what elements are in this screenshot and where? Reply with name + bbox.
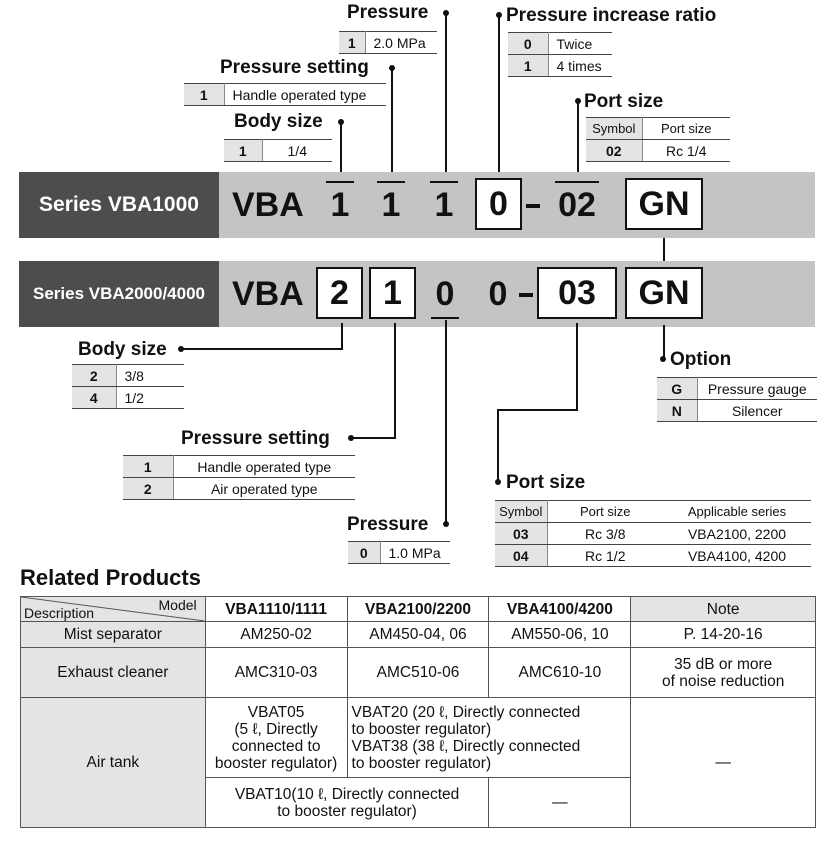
vba2000-code-prefix: VBA: [232, 275, 304, 313]
vba2000-pressure-setting-title: Pressure setting: [181, 428, 330, 449]
vba2000-pressure-dot: [443, 521, 449, 527]
vba1000-body-size-title: Body size: [234, 111, 323, 132]
vba1000-band: Series VBA1000 VBA 1 1 1 0 02 GN: [19, 172, 815, 238]
vba2000-code-pressure: 0: [435, 275, 455, 313]
related-header-row: Model Description VBA1110/1111 VBA2100/2…: [20, 596, 816, 622]
vba1000-pressure-title: Pressure: [347, 2, 429, 23]
vba1000-code-port-size: 02: [558, 186, 596, 224]
vba2000-code-port-size: 03: [537, 267, 617, 319]
vba1000-pressure-setting-title: Pressure setting: [220, 57, 369, 78]
related-products-table: Model Description VBA1110/1111 VBA2100/2…: [20, 596, 816, 828]
vba1000-ratio-title: Pressure increase ratio: [506, 5, 717, 26]
vba2000-pressure-title: Pressure: [347, 514, 429, 535]
vba2000-code-option: GN: [625, 267, 703, 319]
vba2000-port-size-title: Port size: [506, 472, 586, 493]
vba2000-port-size-dot: [495, 479, 501, 485]
vba2000-code-body-size: 2: [316, 267, 363, 319]
related-row-airtank-2: VBAT10(10 ℓ, Directly connected to boost…: [21, 777, 816, 828]
vba1000-code-pressure-setting: 1: [381, 186, 401, 224]
vba2000-code-ratio: 0: [488, 275, 508, 313]
related-col-vba2100: VBA2100/2200: [346, 596, 490, 622]
vba1000-code-body-size: 1: [330, 186, 350, 224]
related-col-vba1110: VBA1110/1111: [204, 596, 348, 622]
related-row-exhaust: Exhaust cleaner AMC310-03 AMC510-06 AMC6…: [20, 647, 816, 698]
vba2000-series-label: Series VBA2000/4000: [19, 261, 219, 327]
vba2000-code-pressure-setting: 1: [369, 267, 416, 319]
vba1000-port-size-title: Port size: [584, 91, 664, 112]
vba2000-option-dot: [660, 356, 666, 362]
related-corner-cell: Model Description: [20, 596, 206, 622]
vba2000-band: Series VBA2000/4000 VBA 2 1 0 0 03 GN: [19, 261, 815, 327]
vba1000-code-option: GN: [625, 178, 703, 230]
related-row-airtank-1: Air tank VBAT05 (5 ℓ, Directly connected…: [20, 697, 816, 828]
vba2000-body-size-title: Body size: [78, 339, 167, 360]
related-row-mist: Mist separator AM250-02 AM450-04, 06 AM5…: [20, 621, 816, 648]
related-col-vba4100: VBA4100/4200: [488, 596, 632, 622]
vba1000-series-label: Series VBA1000: [19, 172, 219, 238]
vba1000-code-pressure: 1: [434, 186, 454, 224]
vba1000-code-prefix: VBA: [232, 186, 304, 224]
vba2000-option-title: Option: [670, 349, 732, 370]
vba1000-code-ratio: 0: [475, 178, 522, 230]
related-col-note: Note: [630, 596, 816, 622]
related-products-title: Related Products: [20, 565, 201, 590]
